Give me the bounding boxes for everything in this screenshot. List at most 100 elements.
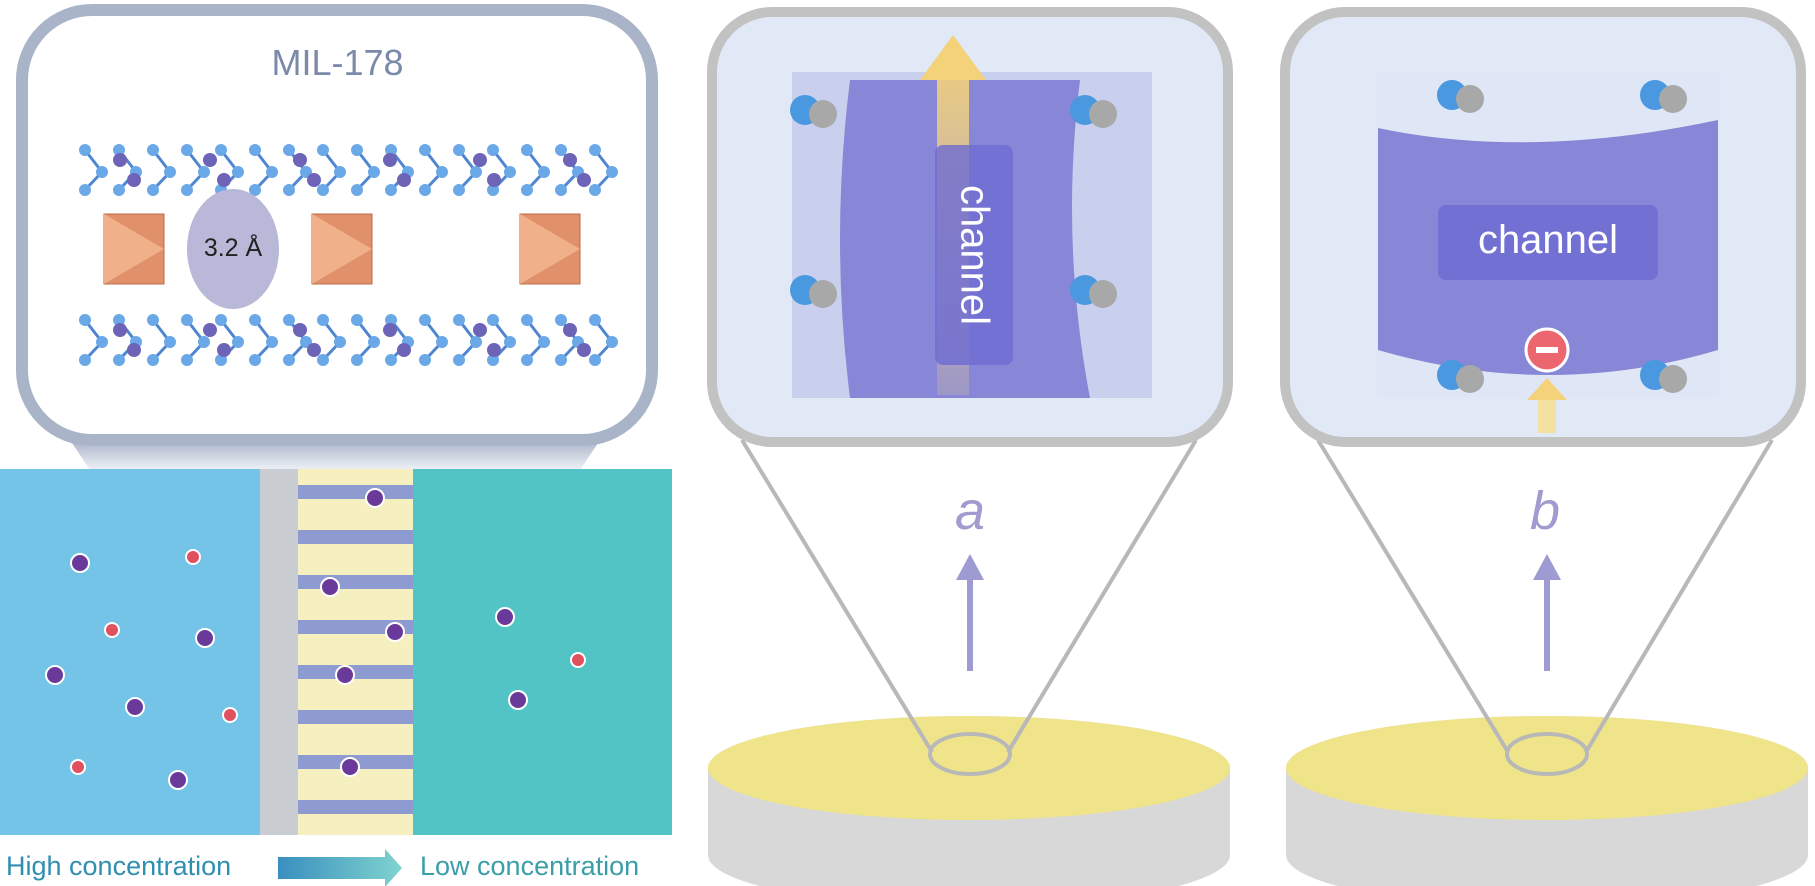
atom: [385, 354, 397, 366]
atom: [215, 144, 227, 156]
atom: [79, 354, 91, 366]
mof-membrane: [298, 469, 413, 835]
low-concentration-label: Low concentration: [420, 851, 640, 881]
atom: [453, 314, 465, 326]
atom: [473, 153, 487, 167]
atom: [453, 354, 465, 366]
panel-letter-b: b: [1529, 481, 1561, 541]
atom: [555, 144, 567, 156]
atom: [606, 166, 618, 178]
cation-ion: [70, 553, 90, 573]
atom: [164, 166, 176, 178]
atom: [453, 144, 465, 156]
stripe: [298, 665, 413, 679]
atom: [521, 144, 533, 156]
atom: [334, 166, 346, 178]
atom: [317, 354, 329, 366]
atom: [113, 323, 127, 337]
atom: [79, 314, 91, 326]
panel-letter-a: a: [954, 481, 986, 541]
atom: [453, 184, 465, 196]
atom: [577, 343, 591, 357]
stripe: [298, 485, 413, 499]
atom: [419, 314, 431, 326]
atom: [317, 314, 329, 326]
atom: [606, 336, 618, 348]
mil178-callout: [16, 4, 658, 470]
atom: [589, 354, 601, 366]
atom: [113, 144, 125, 156]
atom: [96, 166, 108, 178]
high-concentration-region: [0, 469, 262, 835]
atom: [164, 336, 176, 348]
atom: [351, 184, 363, 196]
atom: [487, 173, 501, 187]
material-title: MIL-178: [271, 42, 404, 83]
atom: [215, 314, 227, 326]
atom: [487, 343, 501, 357]
atom: [487, 144, 499, 156]
atom-grey: [1089, 100, 1117, 128]
atom: [198, 336, 210, 348]
diffusion-panel: [0, 469, 672, 835]
atom: [249, 314, 261, 326]
atom: [203, 153, 217, 167]
atom: [351, 354, 363, 366]
atom: [283, 314, 295, 326]
atom: [383, 153, 397, 167]
cation-ion: [385, 622, 405, 642]
atom: [538, 166, 550, 178]
atom: [351, 144, 363, 156]
atom: [589, 314, 601, 326]
atom: [385, 144, 397, 156]
atom: [293, 323, 307, 337]
atom: [113, 314, 125, 326]
atom: [368, 336, 380, 348]
pore-circle: [187, 189, 279, 309]
atom: [217, 343, 231, 357]
atom: [127, 173, 141, 187]
ions: [45, 488, 586, 790]
atom: [181, 184, 193, 196]
atom: [521, 314, 533, 326]
atom: [307, 173, 321, 187]
atom: [521, 184, 533, 196]
octahedron-face: [312, 214, 372, 284]
panel-a: [707, 7, 1233, 886]
atom: [147, 144, 159, 156]
atom: [300, 166, 312, 178]
atom-grey: [1659, 85, 1687, 113]
atom: [419, 354, 431, 366]
atom: [555, 354, 567, 366]
atom: [521, 354, 533, 366]
atom: [198, 166, 210, 178]
atom: [266, 166, 278, 178]
atom: [383, 323, 397, 337]
stripe: [298, 800, 413, 814]
disk-top: [708, 716, 1230, 820]
atom: [317, 144, 329, 156]
atom-grey: [1659, 365, 1687, 393]
zoom-spot: [928, 732, 1012, 776]
atom: [555, 314, 567, 326]
atom: [181, 314, 193, 326]
cation-ion: [168, 770, 188, 790]
cation-ion: [335, 665, 355, 685]
atom: [563, 153, 577, 167]
atom: [555, 184, 567, 196]
cation-ion: [365, 488, 385, 508]
atom: [249, 184, 261, 196]
atom: [368, 166, 380, 178]
anion-ion: [104, 622, 120, 638]
atom: [232, 166, 244, 178]
cation-ion: [320, 577, 340, 597]
stripe: [298, 710, 413, 724]
atom: [385, 184, 397, 196]
octahedron-face: [520, 214, 580, 284]
atom: [504, 166, 516, 178]
stripe: [298, 620, 413, 634]
atom: [113, 153, 127, 167]
atom: [249, 144, 261, 156]
atom: [300, 336, 312, 348]
